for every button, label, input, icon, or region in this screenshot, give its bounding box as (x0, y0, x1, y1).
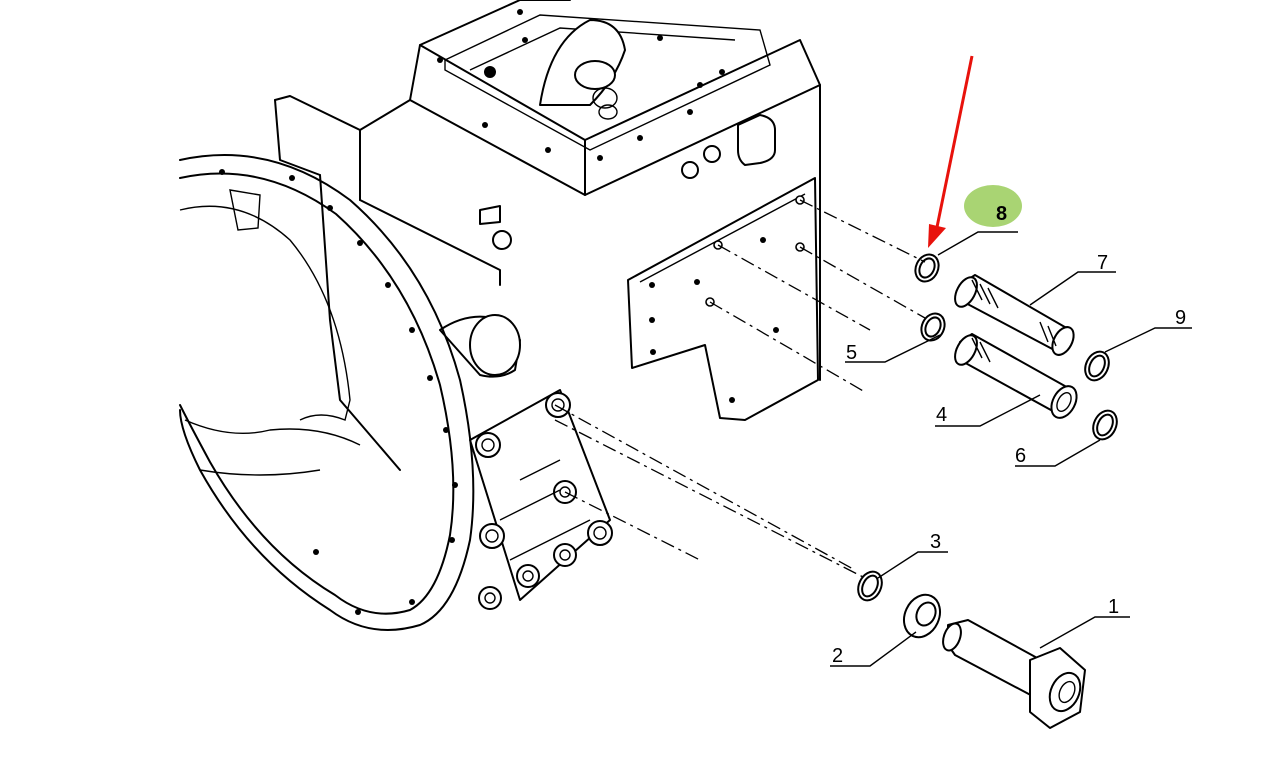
o-ring-9[interactable] (1081, 348, 1114, 384)
port-manifold (469, 389, 613, 610)
o-ring-6[interactable] (1089, 407, 1122, 443)
callout-6: 6 (1015, 445, 1026, 467)
leader-lines (830, 231, 1192, 667)
fitting-4[interactable] (951, 332, 1082, 423)
assembly-center-lines (554, 199, 926, 579)
callout-5: 5 (846, 342, 857, 364)
mounting-plate (627, 177, 819, 421)
callout-4: 4 (936, 404, 947, 426)
o-ring-5[interactable] (917, 310, 949, 345)
highlight-marker (964, 185, 1022, 227)
flange-bolt-holes (219, 169, 458, 615)
callout-1: 1 (1108, 596, 1119, 618)
callout-7: 7 (1097, 252, 1108, 274)
callout-2: 2 (832, 645, 843, 667)
o-ring-3[interactable] (854, 568, 887, 604)
callout-8: 8 (996, 203, 1007, 225)
fitting-7[interactable] (951, 274, 1078, 359)
washer-2[interactable] (897, 589, 946, 643)
callout-3: 3 (930, 531, 941, 553)
red-arrow-icon (928, 55, 974, 248)
transmission-housing (179, 0, 821, 631)
o-ring-8[interactable] (911, 251, 943, 286)
banjo-bolt-1[interactable] (940, 619, 1086, 729)
callout-9: 9 (1175, 307, 1186, 329)
